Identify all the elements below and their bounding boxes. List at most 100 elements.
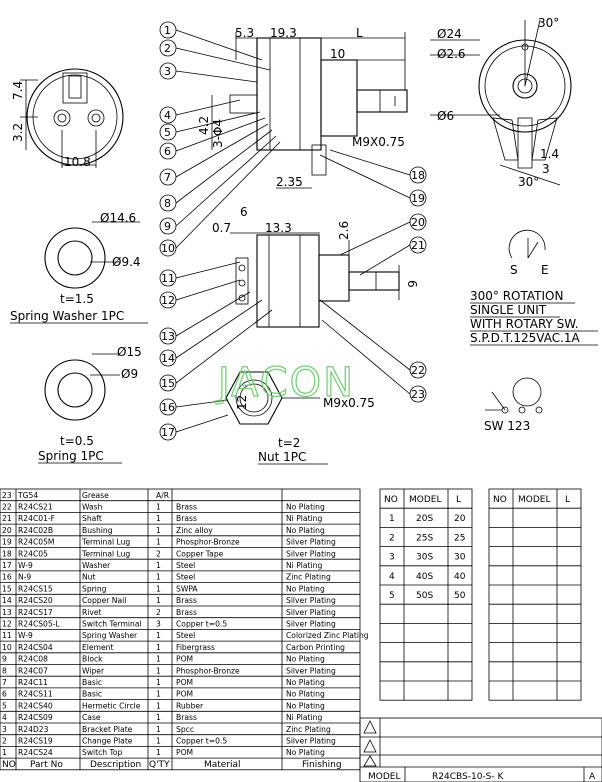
- rear-view: [430, 19, 572, 186]
- callout-4: 4: [164, 109, 171, 122]
- bom-part-no: R24CS40: [18, 701, 53, 710]
- bom-qty: A/R: [156, 491, 170, 500]
- front-end-view: [20, 68, 124, 168]
- bom-finishing: Silver Plating: [286, 538, 336, 547]
- callout-8: 8: [164, 197, 171, 210]
- callout-22: 22: [411, 364, 425, 377]
- callout-13: 13: [161, 330, 175, 343]
- dim-d6: Ø6: [437, 109, 454, 123]
- dim-30b: 30°: [518, 175, 539, 189]
- bom-no: 13: [2, 608, 12, 617]
- dim-10-8: 10.8: [64, 155, 91, 169]
- dim-3-04: 3-Φ4: [211, 119, 225, 148]
- bom-description: Bushing: [82, 526, 113, 535]
- bom-header-description: Description: [90, 760, 141, 770]
- dim-L: L: [356, 26, 363, 40]
- bom-finishing: Ni Plating: [286, 561, 322, 570]
- bom-finishing: No Plating: [286, 655, 325, 664]
- callout-21: 21: [411, 239, 425, 252]
- bom-finishing: Ni Plating: [286, 514, 322, 523]
- bom-description: Terminal Lug: [81, 538, 130, 547]
- bom-description: Basic: [82, 678, 102, 687]
- dim-d9-4: Ø9.4: [112, 255, 141, 269]
- callout-20: 20: [411, 216, 425, 229]
- bom-no: 14: [2, 596, 12, 605]
- bom-part-no: R24CS17: [18, 608, 53, 617]
- model-length: 30: [454, 553, 466, 563]
- bom-qty: 1: [156, 725, 161, 734]
- rotation-line-2: SINGLE UNIT: [470, 303, 547, 317]
- bom-finishing: Silver Plating: [286, 666, 336, 675]
- model-header-l: L: [456, 495, 461, 505]
- model-name: 30S: [416, 553, 433, 563]
- bom-part-no: R24CS21: [18, 503, 53, 512]
- bom-part-no: R24C11: [18, 678, 48, 687]
- sw123-symbol: [485, 377, 543, 414]
- bom-description: Case: [82, 713, 101, 722]
- callout-9: 9: [164, 220, 171, 233]
- callout-1: 1: [164, 24, 171, 37]
- model-frame: [379, 488, 473, 701]
- bom-qty: 1: [156, 514, 161, 523]
- title-revision: A: [589, 772, 596, 782]
- bom-material: Phosphor-Bronze: [176, 666, 240, 675]
- title-model-label: MODEL: [368, 772, 400, 782]
- bom-no: 8: [2, 666, 7, 675]
- bom-part-no: R24C07: [18, 666, 48, 675]
- bom-description: Block: [82, 655, 103, 664]
- bom-qty: 1: [156, 596, 161, 605]
- bom-part-no: N-9: [18, 573, 31, 582]
- dim-10: 10: [330, 47, 345, 61]
- sw-label: SW 123: [484, 419, 530, 433]
- bom-no: 15: [2, 584, 12, 593]
- callout-16: 16: [161, 401, 175, 414]
- spring-drawing: [44, 353, 120, 421]
- callout-23: 23: [411, 388, 425, 401]
- bom-description: Nut: [82, 573, 95, 582]
- bom-material: Steel: [176, 573, 195, 582]
- dim-3-2: 3.2: [11, 123, 25, 142]
- bom-material: Brass: [176, 514, 197, 523]
- dim-d15: Ø15: [117, 345, 142, 359]
- se-symbol: [508, 229, 546, 259]
- callout-19: 19: [411, 192, 425, 205]
- callout-5: 5: [164, 126, 171, 139]
- bom-qty: 1: [156, 678, 161, 687]
- bom-finishing: No Plating: [286, 701, 325, 710]
- bom-qty: 1: [156, 643, 161, 652]
- model-header-no: NO: [493, 495, 507, 505]
- dim-m9: M9X0.75: [352, 135, 405, 149]
- bom-part-no: R24C05M: [18, 538, 54, 547]
- bom-material: Brass: [176, 713, 197, 722]
- callout-18: 18: [411, 169, 425, 182]
- bom-no: 16: [2, 573, 12, 582]
- bom-qty: 1: [156, 655, 161, 664]
- bom-part-no: R24CS24: [18, 748, 53, 757]
- bom-no: 11: [2, 631, 12, 640]
- model-no: 5: [389, 591, 395, 601]
- bom-part-no: W-9: [18, 631, 33, 640]
- bom-no: 7: [2, 678, 7, 687]
- bom-finishing: Ni Plating: [286, 713, 322, 722]
- bom-finishing: Silver Plating: [286, 620, 336, 629]
- bom-part-no: R24C02B: [18, 526, 53, 535]
- bom-qty: 1: [156, 538, 161, 547]
- bom-no: 5: [2, 701, 7, 710]
- bom-finishing: No Plating: [286, 526, 325, 535]
- bom-part-no: R24C01-F: [18, 514, 55, 523]
- bom-part-no: R24D23: [18, 725, 49, 734]
- model-no: 1: [389, 514, 395, 524]
- bom-part-no: R24C05: [18, 549, 48, 558]
- bom-material: Steel: [176, 561, 195, 570]
